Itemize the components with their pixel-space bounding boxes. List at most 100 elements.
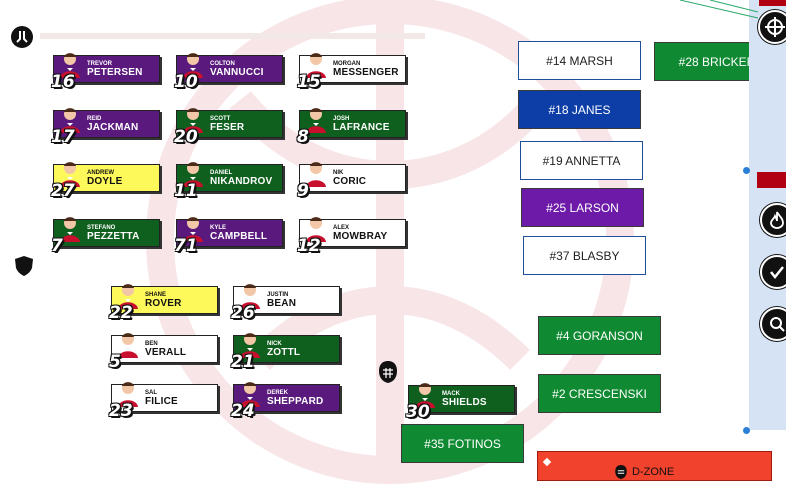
player-number: 17 (51, 127, 75, 147)
player-number: 16 (51, 72, 75, 92)
player-number: 20 (174, 127, 198, 147)
player-last-name: VERALL (145, 347, 187, 358)
depth-slot[interactable]: #37 BLASBY (523, 236, 646, 275)
crosshair-icon[interactable] (758, 10, 786, 44)
player-first-name: DANIEL (210, 170, 233, 176)
player-first-name: ALEX (333, 225, 350, 231)
player-photo (304, 105, 328, 133)
player-number: 27 (51, 181, 75, 201)
panel-handle-bottom[interactable] (743, 427, 750, 434)
check-icon[interactable] (760, 255, 786, 289)
goalie-mask-icon (379, 361, 397, 383)
depth-slot[interactable]: #2 CRESCENSKI (538, 374, 661, 413)
forwards-divider (40, 33, 425, 39)
player-last-name: PEZZETTA (87, 231, 140, 242)
player-last-name: NIKANDROV (210, 176, 273, 187)
forward-stick-icon (11, 26, 33, 48)
panel-section-bar (757, 172, 786, 188)
player-number: 5 (109, 352, 121, 372)
player-first-name: COLTON (210, 61, 235, 67)
player-photo (238, 379, 262, 407)
panel-handle-top[interactable] (743, 167, 750, 174)
diamond-icon (542, 457, 552, 467)
player-last-name: MOWBRAY (333, 231, 388, 242)
player-photo (58, 214, 82, 242)
player-number: 26 (231, 303, 255, 323)
player-first-name: NICK (267, 341, 282, 347)
player-number: 30 (406, 402, 430, 422)
depth-slot[interactable]: #19 ANNETTA (520, 141, 643, 180)
depth-slot[interactable]: #25 LARSON (521, 188, 644, 227)
depth-slot[interactable]: #14 MARSH (518, 41, 641, 80)
player-last-name: CORIC (333, 176, 367, 187)
player-photo (58, 105, 82, 133)
d-zone-button[interactable]: D-ZONE (537, 451, 772, 481)
player-last-name: CAMPBELL (210, 231, 268, 242)
player-first-name: MORGAN (333, 61, 361, 67)
player-first-name: MACK (442, 391, 460, 397)
player-photo (304, 50, 328, 78)
player-first-name: ANDREW (87, 170, 114, 176)
player-last-name: SHEPPARD (267, 396, 324, 407)
connector-lines (680, 0, 759, 19)
player-photo (58, 159, 82, 187)
player-photo (181, 159, 205, 187)
depth-slot[interactable]: #18 JANES (518, 90, 641, 129)
player-number: 9 (297, 181, 309, 201)
player-first-name: BEN (145, 341, 158, 347)
player-photo (116, 330, 140, 358)
player-last-name: FILICE (145, 396, 178, 407)
goalie-mask-icon (615, 465, 627, 479)
player-last-name: VANNUCCI (210, 67, 264, 78)
flame-icon[interactable] (760, 203, 786, 237)
player-last-name: DOYLE (87, 176, 123, 187)
player-number: 8 (297, 127, 309, 147)
player-first-name: TREVOR (87, 61, 113, 67)
player-number: 15 (297, 72, 321, 92)
player-photo (58, 50, 82, 78)
player-photo (181, 105, 205, 133)
shield-icon (15, 256, 33, 276)
player-last-name: PETERSEN (87, 67, 143, 78)
player-photo (238, 330, 262, 358)
player-first-name: NIK (333, 170, 344, 176)
player-first-name: STEFANO (87, 225, 116, 231)
player-last-name: ZOTTL (267, 347, 301, 358)
player-number: 21 (231, 352, 255, 372)
depth-slot[interactable]: #4 GORANSON (538, 316, 661, 355)
player-first-name: SHANE (145, 292, 167, 298)
player-photo (181, 50, 205, 78)
player-last-name: FESER (210, 122, 245, 133)
panel-header-bar (759, 0, 786, 6)
player-photo (238, 281, 262, 309)
player-number: 10 (174, 72, 198, 92)
player-photo (116, 281, 140, 309)
player-last-name: LAFRANCE (333, 122, 390, 133)
depth-slot[interactable]: #35 FOTINOS (401, 424, 524, 463)
player-first-name: SCOTT (210, 116, 231, 122)
player-number: 12 (297, 236, 321, 256)
search-person-icon[interactable] (760, 307, 786, 341)
player-first-name: REID (87, 116, 102, 122)
player-photo (116, 379, 140, 407)
player-number: 11 (174, 181, 198, 201)
